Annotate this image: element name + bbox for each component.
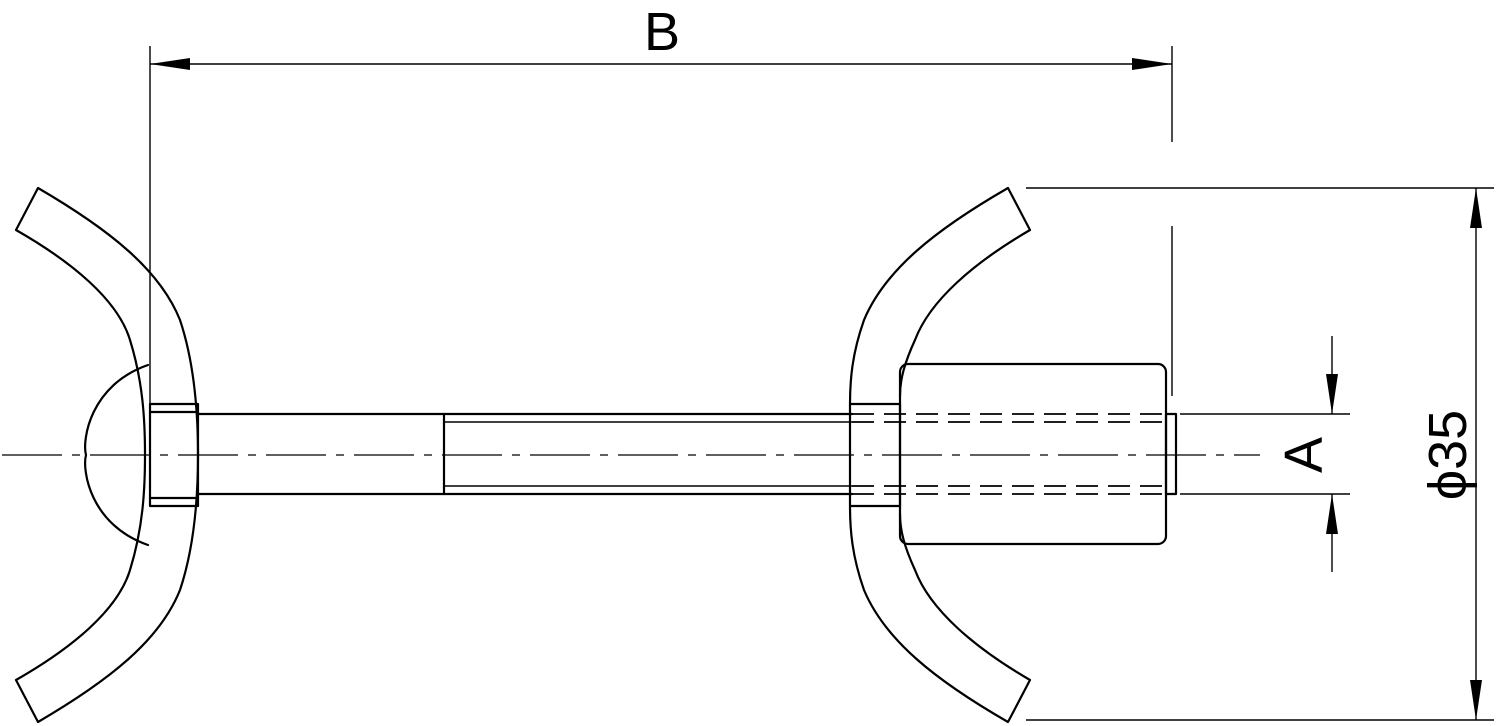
bolt-shank — [196, 412, 854, 496]
arrow-head-top — [1326, 374, 1338, 414]
dimension-diameter: ϕ35 — [1026, 187, 1494, 721]
dimension-label-diameter: ϕ35 — [1418, 410, 1478, 500]
arrow-head-left — [150, 58, 190, 70]
dimension-label-a: A — [1274, 437, 1334, 473]
right-wing-bracket — [848, 186, 1032, 724]
left-wing-bracket — [14, 186, 200, 724]
barrel-nut — [852, 362, 1178, 546]
dimension-b: B — [149, 2, 1173, 404]
arrow-head-right — [1132, 58, 1172, 70]
dimension-a: A — [1180, 336, 1350, 572]
arrow-head-down — [1470, 680, 1482, 720]
dimension-label-b: B — [644, 2, 680, 62]
arrow-head-up — [1470, 188, 1482, 228]
arrow-head-bottom — [1326, 494, 1338, 534]
